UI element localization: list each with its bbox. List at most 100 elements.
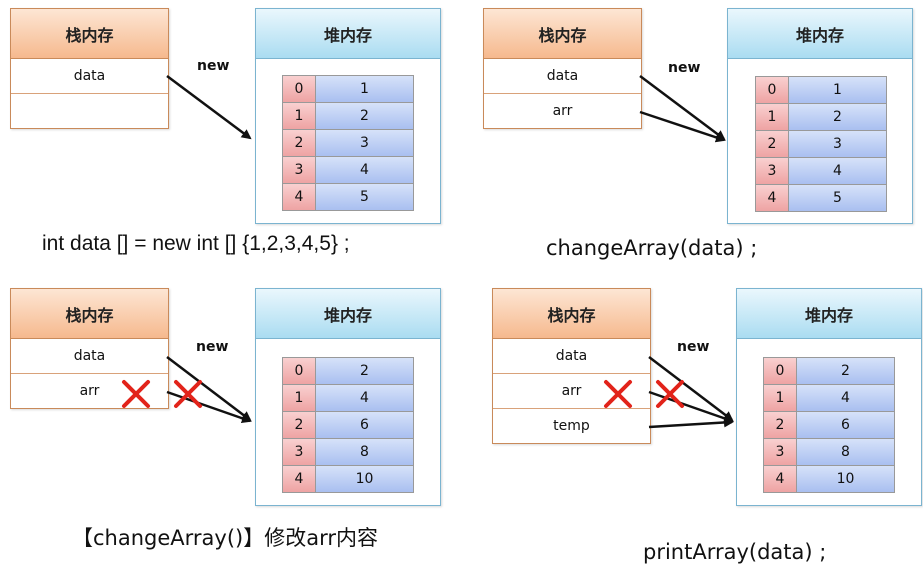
array-value: 1 <box>789 77 886 103</box>
panel1-stack: 栈内存 data <box>10 8 169 129</box>
array-value: 6 <box>316 412 413 438</box>
array-value: 5 <box>316 184 413 210</box>
array-value: 2 <box>316 103 413 129</box>
cross-icon <box>604 380 632 408</box>
stack-title: 栈内存 <box>11 289 168 339</box>
stack-row-temp: temp <box>553 418 590 434</box>
array-value: 3 <box>789 131 886 157</box>
arrow-arr-to-heap <box>166 390 252 424</box>
array-value: 4 <box>789 158 886 184</box>
array-value: 1 <box>316 76 413 102</box>
panel2-caption: changeArray(data) ; <box>546 236 758 260</box>
stack-title: 栈内存 <box>11 9 168 59</box>
array-index: 2 <box>283 130 316 156</box>
stack-row-data: data <box>11 339 168 374</box>
stack-title: 栈内存 <box>484 9 641 59</box>
heap-title: 堆内存 <box>256 9 440 59</box>
panel4-caption: printArray(data) ; <box>643 540 827 564</box>
array-index: 0 <box>764 358 797 384</box>
array-value: 2 <box>789 104 886 130</box>
array-index: 0 <box>283 76 316 102</box>
array-index: 3 <box>756 158 789 184</box>
heap-title: 堆内存 <box>728 9 912 59</box>
array-index: 1 <box>756 104 789 130</box>
array-value: 4 <box>316 385 413 411</box>
array-index: 2 <box>283 412 316 438</box>
array-value: 2 <box>316 358 413 384</box>
new-label: new <box>197 58 230 74</box>
array-value: 2 <box>797 358 894 384</box>
arrow-data-to-heap <box>639 75 726 141</box>
new-label: new <box>196 339 229 355</box>
array-value: 8 <box>316 439 413 465</box>
panel1-caption: int data [] = new int [] {1,2,3,4,5} ; <box>42 232 350 255</box>
array-index: 3 <box>283 439 316 465</box>
stack-row-data: data <box>484 59 641 94</box>
panel4-stack: 栈内存 data arr temp <box>492 288 651 444</box>
array-index: 1 <box>764 385 797 411</box>
array-index: 4 <box>283 184 316 210</box>
stack-row-arr: arr <box>79 383 100 399</box>
arrow-temp-to-heap <box>648 417 734 429</box>
arrow-arr-to-heap <box>648 390 734 424</box>
array-value: 8 <box>797 439 894 465</box>
array-index: 1 <box>283 385 316 411</box>
cross-icon <box>656 380 684 408</box>
array-index: 0 <box>756 77 789 103</box>
array-value: 4 <box>797 385 894 411</box>
array-value: 6 <box>797 412 894 438</box>
arrow-data-to-heap <box>166 356 252 422</box>
array-value: 4 <box>316 157 413 183</box>
array-index: 3 <box>764 439 797 465</box>
stack-row-data: data <box>11 59 168 94</box>
panel3-stack: 栈内存 data arr <box>10 288 169 409</box>
panel3-caption: 【changeArray()】修改arr内容 <box>72 526 378 550</box>
array-index: 1 <box>283 103 316 129</box>
array-index: 0 <box>283 358 316 384</box>
array-value: 5 <box>789 185 886 211</box>
stack-title: 栈内存 <box>493 289 650 339</box>
array-value: 3 <box>316 130 413 156</box>
array-index: 2 <box>764 412 797 438</box>
stack-row-arr: arr <box>493 374 650 409</box>
heap-title: 堆内存 <box>256 289 440 339</box>
array-index: 4 <box>756 185 789 211</box>
cross-icon <box>174 380 202 408</box>
arrow-data-to-heap <box>648 356 734 422</box>
array-index: 3 <box>283 157 316 183</box>
stack-row-arr: arr <box>552 103 573 119</box>
array-index: 4 <box>764 466 797 492</box>
new-label: new <box>677 339 710 355</box>
array-index: 4 <box>283 466 316 492</box>
array-value: 10 <box>316 466 413 492</box>
array-index: 2 <box>756 131 789 157</box>
stack-row-data: data <box>493 339 650 374</box>
panel2-stack: 栈内存 data arr <box>483 8 642 129</box>
new-label: new <box>668 60 701 76</box>
cross-icon <box>122 380 150 408</box>
arrow-data-to-heap <box>166 74 252 140</box>
heap-title: 堆内存 <box>737 289 921 339</box>
